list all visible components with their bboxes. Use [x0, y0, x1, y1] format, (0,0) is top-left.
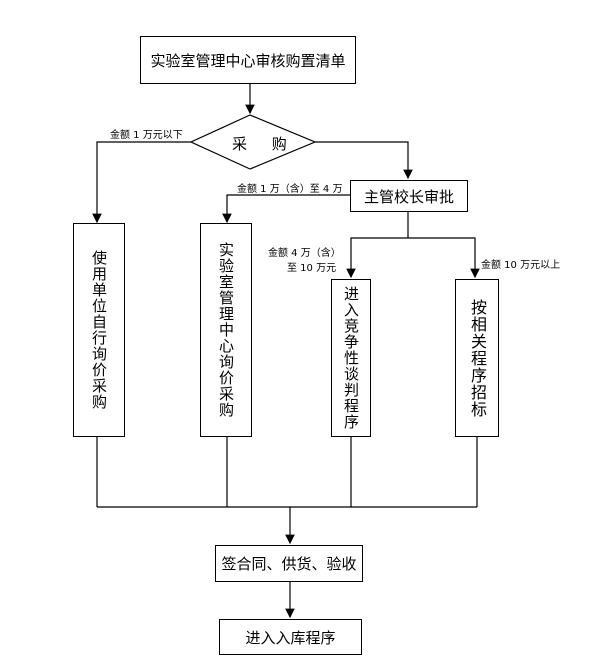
edge-label-above-10w: 金额 10 万元以上 [481, 260, 561, 271]
self-purchase-label: 使用单位自行询价采购 [90, 250, 108, 410]
edge-label-4w-to-10w-line2: 至 10 万元 [287, 263, 337, 274]
start-node-label: 实验室管理中心审核购置清单 [150, 51, 346, 70]
principal-node-label: 主管校长审批 [363, 187, 454, 206]
storage-node-label: 进入入库程序 [245, 628, 336, 647]
decision-node-label: 采 购 [232, 135, 297, 153]
contract-node-label: 签合同、供货、验收 [221, 555, 357, 573]
contract-node: 签合同、供货、验收 [215, 545, 363, 582]
edge-label-below-1w: 金额 1 万元以下 [110, 130, 183, 141]
edge-principal-center [222, 194, 350, 224]
negotiation-label: 进入竞争性谈判程序 [342, 286, 360, 430]
tender-label: 按相关程序招标 [468, 298, 487, 418]
center-purchase-label: 实验室管理中心询价采购 [217, 242, 235, 418]
edge-to-tender [408, 237, 480, 279]
principal-node: 主管校长审批 [350, 180, 468, 212]
edge-decision-self [92, 141, 191, 224]
self-purchase-node: 使用单位自行询价采购 [73, 223, 125, 437]
center-purchase-node: 实验室管理中心询价采购 [200, 223, 252, 437]
negotiation-node: 进入竞争性谈判程序 [331, 279, 371, 437]
edge-label-1w-to-4w: 金额 1 万（含）至 4 万 [237, 184, 343, 195]
storage-node: 进入入库程序 [219, 619, 362, 655]
start-node: 实验室管理中心审核购置清单 [140, 36, 356, 84]
edge-label-4w-to-10w-line1: 金额 4 万（含） [268, 248, 341, 259]
edge-to-negotiation [346, 237, 408, 279]
edge-decision-principal [315, 141, 413, 180]
tender-node: 按相关程序招标 [455, 279, 499, 437]
decision-diamond [189, 114, 317, 170]
